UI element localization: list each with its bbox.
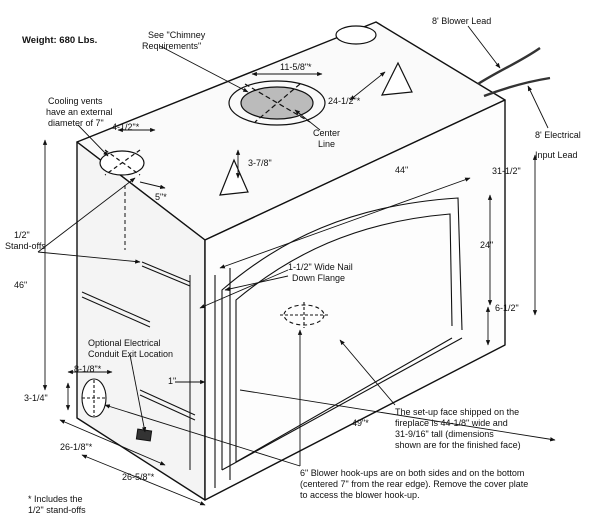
standoff-tab-rear	[380, 61, 413, 96]
chimney-flue-outer	[228, 80, 326, 126]
center-line-label-2: Line	[318, 139, 336, 149]
chimney-label-1: See "Chimney	[148, 30, 206, 40]
cooling-vent-label-1: Cooling vents	[48, 96, 103, 106]
dim-11-5-8: 11-5/8"*	[280, 62, 312, 72]
standoffs-label-1: 1/2"	[14, 230, 30, 240]
footnote-label-2: 1/2" stand-offs	[28, 505, 86, 515]
dim-46: 46"	[14, 280, 28, 290]
electrical-lead-label-1: 8' Electrical	[535, 130, 581, 140]
cooling-vent-top-right	[335, 25, 377, 45]
dim-49: 49"*	[352, 418, 369, 428]
top-details	[99, 25, 413, 196]
nail-flange-label-1: 1-1/2" Wide Nail	[288, 262, 353, 272]
dimension-lines	[37, 25, 556, 506]
dim-5: 5"*	[155, 192, 167, 202]
electrical-lead-wire	[483, 76, 551, 98]
dim-24-1-2: 24-1/2"*	[328, 96, 361, 106]
setup-face-label-1: The set-up face shipped on the	[395, 407, 520, 417]
dim-8-1-8: 8-1/8"*	[74, 364, 102, 374]
dim-31-1-2: 31-1/2"	[492, 166, 521, 176]
leads	[477, 47, 551, 98]
footnote-label-1: * Includes the	[28, 494, 83, 504]
electrical-lead-label-2: Input Lead	[535, 150, 578, 160]
hookups	[81, 302, 328, 418]
setup-face-label-2: fireplace is 44-1/8" wide and	[395, 418, 508, 428]
chimney-flue-inner	[240, 86, 314, 120]
standoffs-label-2: Stand-offs	[5, 241, 46, 251]
cooling-vent-label-3: diameter of 7"	[48, 118, 104, 128]
weight-label: Weight: 680 Lbs.	[22, 35, 98, 46]
dim-24: 24"	[480, 240, 494, 250]
nail-flange-label-2: Down Flange	[292, 273, 346, 283]
blower-lead-wire	[477, 47, 541, 86]
blower-hookup-label-2: (centered 7" from the rear edge). Remove…	[300, 479, 529, 489]
dim-4-1-2: 4-1/2"*	[112, 122, 140, 132]
blower-lead-label: 8' Blower Lead	[432, 16, 492, 26]
setup-face-label-4: shown are for the finished face)	[395, 440, 521, 450]
dim-26-1-8: 26-1/8"*	[60, 442, 93, 452]
chimney-label-2: Requirements"	[142, 41, 202, 51]
center-line-label-1: Center	[313, 128, 341, 138]
cooling-vent-label-2: have an external	[46, 107, 113, 117]
dim-1: 1"	[168, 376, 177, 386]
blower-hookup-label-3: to access the blower hook-up.	[300, 490, 420, 500]
conduit-exit-plate	[135, 428, 153, 442]
setup-face-label-3: 31-9/16" tall (dimensions	[395, 429, 494, 439]
blower-hookup-label-1: 6" Blower hook-ups are on both sides and…	[300, 468, 525, 478]
dim-44: 44"	[395, 165, 409, 175]
conduit-label-2: Conduit Exit Location	[88, 349, 174, 359]
dim-3-7-8: 3-7/8"	[248, 158, 272, 168]
dim-6-1-2: 6-1/2"	[495, 303, 519, 313]
dim-3-1-4: 3-1/4"	[24, 393, 48, 403]
conduit-label-1: Optional Electrical	[88, 338, 161, 348]
dim-26-5-8: 26-5/8"*	[122, 472, 155, 482]
